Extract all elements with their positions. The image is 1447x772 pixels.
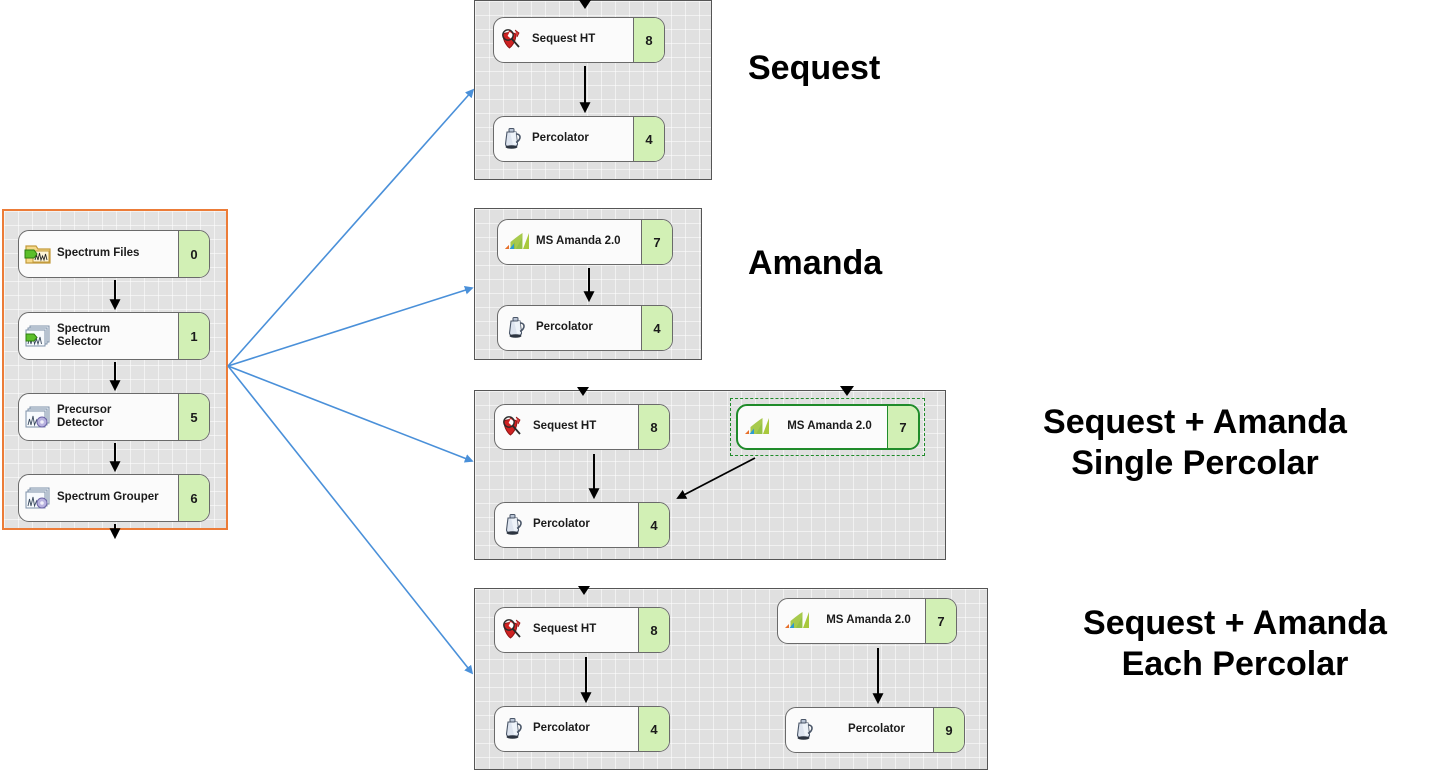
caption-sequest-amanda-each: Sequest + Amanda Each Percolar [1083, 604, 1387, 684]
node-number: 7 [641, 220, 672, 264]
node-label: Percolator [532, 132, 589, 145]
node-ms-amanda[interactable]: MS Amanda 2.0 7 [497, 219, 673, 265]
node-number: 6 [178, 475, 209, 521]
node-sequest-ht[interactable]: Sequest HT 8 [494, 607, 670, 653]
node-sequest-ht[interactable]: Sequest HT 8 [494, 404, 670, 450]
sequest-ht-icon [495, 608, 533, 652]
percolator-icon [498, 306, 536, 350]
node-spectrum-selector[interactable]: Spectrum Selector 1 [18, 312, 210, 360]
percolator-icon [495, 503, 533, 547]
node-percolator[interactable]: Percolator 4 [497, 305, 673, 351]
node-spectrum-grouper[interactable]: Spectrum Grouper 6 [18, 474, 210, 522]
node-label: Spectrum Selector [57, 322, 111, 348]
node-label: MS Amanda 2.0 [536, 235, 621, 248]
node-number: 8 [638, 405, 669, 449]
node-label: Percolator [533, 518, 590, 531]
sequest-ht-icon [495, 405, 533, 449]
node-precursor-detector[interactable]: Precursor Detector 5 [18, 393, 210, 441]
percolator-icon [786, 708, 824, 752]
node-number: 4 [638, 503, 669, 547]
node-number: 0 [178, 231, 209, 277]
node-number: 7 [887, 406, 918, 448]
node-number: 5 [178, 394, 209, 440]
node-number: 4 [638, 707, 669, 751]
node-label: MS Amanda 2.0 [787, 420, 872, 433]
node-label: Sequest HT [533, 623, 597, 636]
ms-amanda-icon [498, 220, 536, 264]
precursor-detector-icon [19, 394, 57, 440]
spectrum-grouper-icon [19, 475, 57, 521]
sequest-ht-icon [494, 18, 532, 62]
node-percolator[interactable]: Percolator 4 [493, 116, 665, 162]
node-label: Percolator [536, 321, 593, 334]
spectrum-selector-icon [19, 313, 57, 359]
node-number: 8 [638, 608, 669, 652]
node-spectrum-files[interactable]: Spectrum Files 0 [18, 230, 210, 278]
ms-amanda-icon [738, 406, 776, 448]
node-label: Spectrum Grouper [57, 491, 159, 504]
node-ms-amanda[interactable]: MS Amanda 2.0 7 [736, 404, 920, 450]
node-label: MS Amanda 2.0 [826, 614, 911, 627]
spectrum-files-icon [19, 231, 57, 277]
caption-amanda: Amanda [748, 244, 883, 282]
node-label: Percolator [848, 723, 905, 736]
node-percolator[interactable]: Percolator 4 [494, 502, 670, 548]
node-percolator[interactable]: Percolator 9 [785, 707, 965, 753]
node-number: 7 [925, 599, 956, 643]
percolator-icon [495, 707, 533, 751]
fanout-connector [227, 88, 475, 675]
caption-sequest-amanda-single: Sequest + Amanda Single Percolar [1043, 403, 1347, 483]
node-number: 4 [641, 306, 672, 350]
node-sequest-ht[interactable]: Sequest HT 8 [493, 17, 665, 63]
node-ms-amanda[interactable]: MS Amanda 2.0 7 [777, 598, 957, 644]
node-label: Sequest HT [532, 33, 596, 46]
caption-sequest: Sequest [748, 49, 881, 87]
percolator-icon [494, 117, 532, 161]
node-number: 4 [633, 117, 664, 161]
node-label: Percolator [533, 722, 590, 735]
node-label: Spectrum Files [57, 247, 140, 260]
node-label: Sequest HT [533, 420, 597, 433]
ms-amanda-icon [778, 599, 816, 643]
node-number: 9 [933, 708, 964, 752]
node-number: 8 [633, 18, 664, 62]
node-label: Precursor Detector [57, 403, 112, 429]
node-number: 1 [178, 313, 209, 359]
node-percolator[interactable]: Percolator 4 [494, 706, 670, 752]
